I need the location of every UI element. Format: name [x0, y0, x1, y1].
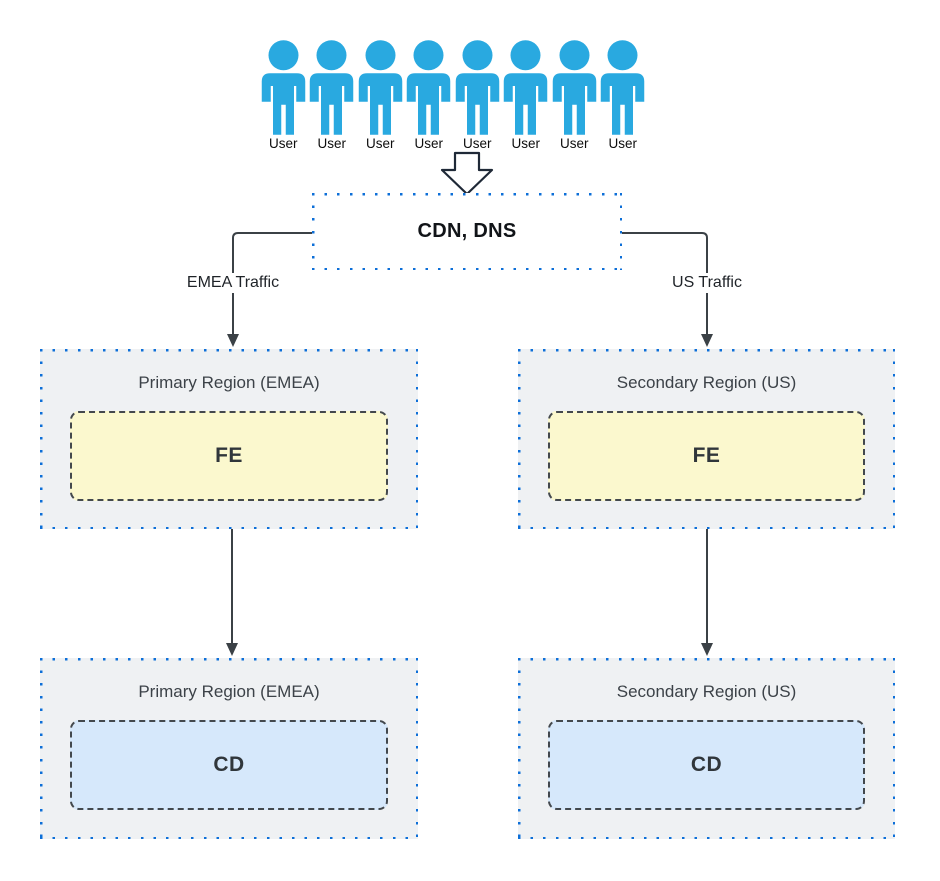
emea-traffic-label: EMEA Traffic: [180, 273, 286, 293]
user-figure: User: [550, 40, 599, 151]
region-title: Primary Region (EMEA): [138, 373, 320, 392]
user-label: User: [559, 136, 589, 151]
user-figure: User: [405, 40, 454, 151]
user-person-icon: [407, 40, 451, 135]
user-person-icon: [455, 40, 499, 135]
user-person-icon: [504, 40, 548, 135]
region-title: Secondary Region (US): [616, 682, 797, 701]
user-figure: User: [502, 40, 551, 151]
user-label: User: [414, 136, 443, 151]
users-row: User User User User User User User User: [259, 40, 647, 151]
emea-connector-arrowhead-icon: [227, 334, 239, 347]
cd-node-us: CD: [548, 720, 865, 810]
user-person-icon: [552, 40, 596, 135]
user-label: User: [608, 136, 637, 151]
us-connector-arrowhead-icon: [701, 334, 713, 347]
user-label: User: [365, 136, 395, 151]
cdn-dns-label: CDN, DNS: [417, 220, 517, 242]
region-title: Secondary Region (US): [616, 373, 797, 392]
user-figure: User: [259, 40, 308, 151]
user-person-icon: [601, 40, 645, 135]
user-figure: User: [453, 40, 502, 151]
cdn-to-us-connector: [622, 232, 708, 337]
fe-node-label: FE: [692, 444, 721, 467]
fe-node-emea: FE: [70, 411, 388, 501]
cd-node-emea: CD: [70, 720, 388, 810]
fe-us-arrowhead-icon: [701, 643, 713, 656]
user-figure: User: [356, 40, 405, 151]
user-figure: User: [308, 40, 357, 151]
cdn-to-emea-connector: [232, 232, 312, 337]
user-figure: User: [599, 40, 648, 151]
fe-node-label: FE: [215, 444, 243, 467]
user-person-icon: [358, 40, 402, 135]
user-person-icon: [261, 40, 305, 135]
user-label: User: [317, 136, 346, 151]
region-primary-emea-cd: Primary Region (EMEA) CD: [40, 658, 418, 839]
user-label: User: [462, 136, 492, 151]
cdn-dns-box: CDN, DNS: [312, 193, 622, 270]
region-title: Primary Region (EMEA): [138, 682, 320, 701]
cd-node-label: CD: [690, 753, 723, 776]
region-primary-emea-fe: Primary Region (EMEA) FE: [40, 349, 418, 529]
region-secondary-us-fe: Secondary Region (US) FE: [518, 349, 895, 529]
us-traffic-label: US Traffic: [666, 273, 748, 293]
user-label: User: [268, 136, 298, 151]
fe-emea-arrowhead-icon: [226, 643, 238, 656]
user-person-icon: [310, 40, 354, 135]
fe-node-us: FE: [548, 411, 865, 501]
cd-node-label: CD: [213, 753, 245, 776]
block-down-arrow-icon: [440, 151, 494, 196]
region-secondary-us-cd: Secondary Region (US) CD: [518, 658, 895, 839]
user-label: User: [511, 136, 540, 151]
